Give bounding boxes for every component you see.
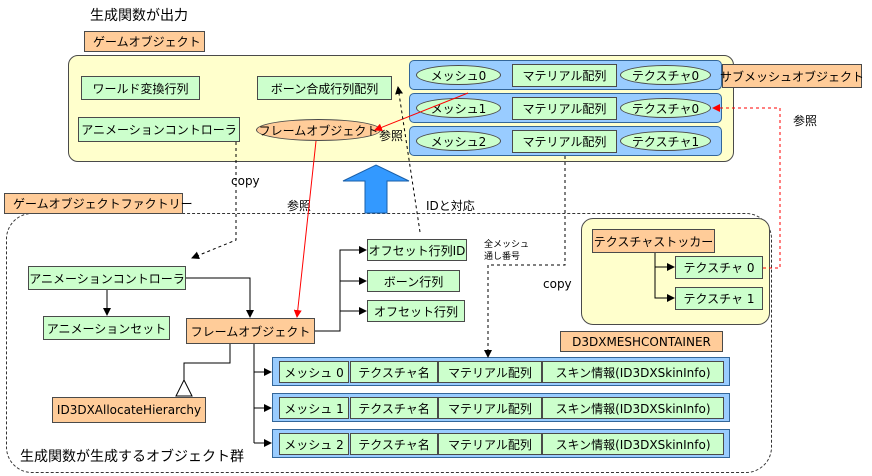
container-skin-info: スキン情報(ID3DXSkinInfo) [542, 397, 724, 419]
inheritance-triangle [175, 378, 193, 397]
submesh-material: マテリアル配列 [512, 130, 617, 153]
diagram-title: 生成関数が出力 [90, 8, 188, 24]
id-map-arrow [395, 86, 421, 233]
container-mesh: メッシュ 1 [279, 397, 349, 419]
container-mesh: メッシュ 2 [279, 433, 349, 455]
copy-arrow-left [191, 142, 237, 260]
submesh-row: メッシュ0 マテリアル配列 テクスチャ0 [409, 60, 722, 90]
ref-arrow-frame-to-factory [293, 140, 317, 318]
ref-label-middle: 参照 [287, 199, 312, 213]
anim-controller-box-factory: アニメーションコントローラ [28, 266, 186, 290]
container-material: マテリアル配列 [438, 361, 542, 383]
offset-note-2: 通し番号 [484, 252, 521, 262]
container-mesh: メッシュ 0 [279, 361, 349, 383]
submesh-texture: テクスチャ1 [620, 131, 711, 151]
copy-label-right: copy [543, 277, 572, 291]
game-object-label: ゲームオブジェクト [84, 31, 205, 52]
ref-arrow-stocker-to-texture [712, 104, 781, 269]
container-texture-name: テクスチャ名 [350, 433, 438, 455]
frame-object-box: フレームオブジェクト [186, 318, 315, 344]
frame-to-offset-branch [315, 246, 367, 332]
submesh-object-label: サブメッシュオブジェクト [720, 64, 864, 88]
bone-matrix-box: ボーン行列 [367, 270, 460, 292]
submesh-texture: テクスチャ0 [620, 65, 711, 85]
submesh-material: マテリアル配列 [512, 97, 617, 120]
container-texture-name: テクスチャ名 [350, 361, 438, 383]
frame-object-ellipse: フレームオブジェクト [256, 119, 381, 141]
container-material: マテリアル配列 [438, 433, 542, 455]
mesh-container-row: メッシュ 2 テクスチャ名 マテリアル配列 スキン情報(ID3DXSkinInf… [272, 429, 730, 458]
big-up-arrow [342, 164, 410, 214]
id-map-label: IDと対応 [426, 199, 475, 213]
stocked-texture-1: テクスチャ 1 [675, 287, 763, 310]
mesh-container-label: D3DXMESHCONTAINER [560, 331, 723, 352]
container-skin-info: スキン情報(ID3DXSkinInfo) [542, 361, 724, 383]
ref-label-right: 参照 [793, 114, 818, 128]
factory-label: ゲームオブジェクトファクトリー [4, 193, 193, 214]
submesh-mesh: メッシュ2 [416, 131, 501, 151]
mesh-container-row: メッシュ 1 テクスチャ名 マテリアル配列 スキン情報(ID3DXSkinInf… [272, 393, 730, 422]
stocked-texture-0: テクスチャ 0 [675, 256, 763, 279]
copy-label-left: copy [231, 174, 260, 188]
stocker-branch [654, 253, 675, 271]
container-material: マテリアル配列 [438, 397, 542, 419]
factory-region [6, 213, 772, 473]
submesh-material: マテリアル配列 [512, 64, 617, 87]
copy-arrow-right [484, 156, 566, 358]
submesh-mesh: メッシュ0 [416, 65, 501, 85]
frame-to-allocate-hierarchy [183, 344, 231, 381]
submesh-mesh: メッシュ1 [416, 98, 501, 118]
submesh-row: メッシュ1 マテリアル配列 テクスチャ0 [409, 93, 722, 123]
anim-controller-box-top: アニメーションコントローラ [78, 117, 240, 142]
offset-matrix-box: オフセット行列 [367, 300, 465, 322]
container-texture-name: テクスチャ名 [350, 397, 438, 419]
world-matrix-box: ワールド変換行列 [81, 76, 200, 100]
mesh-container-row: メッシュ 0 テクスチャ名 マテリアル配列 スキン情報(ID3DXSkinInf… [272, 357, 730, 386]
bone-matrix-array-box: ボーン合成行列配列 [257, 76, 392, 100]
ref-label-top: 参照 [379, 129, 404, 143]
footer-label: 生成関数が生成するオブジェクト群 [20, 449, 244, 465]
ref-arrow-mesh1-to-frame [374, 92, 469, 132]
allocate-hierarchy-box: ID3DXAllocateHierarchy [52, 397, 206, 423]
texture-stocker-label: テクスチャストッカー [592, 229, 715, 253]
submesh-texture: テクスチャ0 [620, 98, 711, 118]
anim-to-frame [186, 277, 254, 318]
anim-set-box: アニメーションセット [43, 316, 170, 340]
offset-note-1: 全メッシュ [484, 240, 530, 250]
stocker-branch-2 [654, 267, 675, 302]
container-skin-info: スキン情報(ID3DXSkinInfo) [542, 433, 724, 455]
submesh-row: メッシュ2 マテリアル配列 テクスチャ1 [409, 126, 722, 156]
offset-matrix-id-box: オフセット行列ID [367, 239, 467, 261]
